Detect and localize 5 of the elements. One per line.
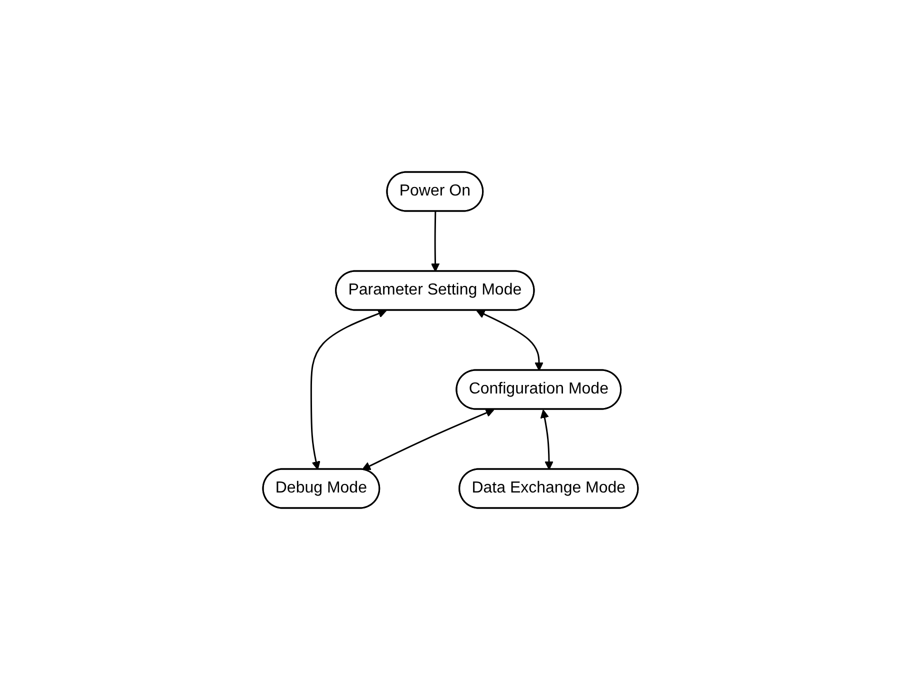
arrow: [476, 310, 544, 370]
arrow: [310, 308, 387, 470]
arrow: [362, 408, 494, 470]
arrow: [430, 210, 440, 272]
arrow: [540, 408, 554, 470]
